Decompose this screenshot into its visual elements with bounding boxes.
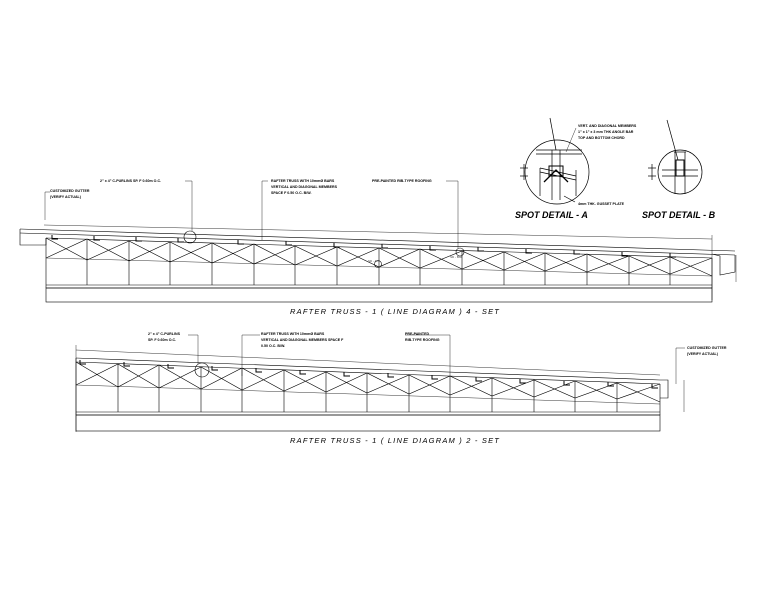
gusset-note: 4mm THK. GUSSET PLATE (578, 202, 625, 206)
spot-detail-a-label: SPOT DETAIL - A (515, 210, 588, 220)
truss-2-leaders (188, 334, 685, 384)
members-note-line2: 1" x 1" x 3 mm THK ANGLE BAR (578, 130, 634, 134)
spot-detail-a (520, 117, 590, 205)
truss-2-roofing-note-line2: RIB-TYPE ROOFING (405, 338, 440, 342)
truss-1-truss-note-line2: VERTICAL AND DIAGONAL MEMBERS (271, 185, 338, 189)
spot-detail-b (648, 119, 703, 195)
truss-1-leaders (44, 180, 459, 248)
truss-1-purlins-note: 2" x 4" C-PURLINS SP. F 0.60m O.C. (100, 179, 161, 183)
truss-2-truss-note-line1: RAFTER TRUSS WITH 10mmØ BARS (261, 332, 325, 336)
truss-1-title: RAFTER TRUSS - 1 ( LINE DIAGRAM ) 4 - SE… (290, 307, 500, 316)
truss-1-diagram (19, 224, 737, 303)
truss-1-marker-text-b: SD - B/R (450, 255, 463, 259)
truss-1-truss-note-line3: SPACE F 0.50 O.C. B/W. (271, 191, 311, 195)
spot-detail-b-label: SPOT DETAIL - B (642, 210, 716, 220)
members-leader (565, 127, 577, 153)
truss-1-gutter-note-line1: CUSTOMIZED GUTTER (50, 189, 90, 193)
truss-2-truss-note-line2: VERTICAL AND DIAGONAL MEMBERS SPACE F (261, 338, 344, 342)
truss-2-title: RAFTER TRUSS - 1 ( LINE DIAGRAM ) 2 - SE… (290, 436, 500, 445)
members-note-line1: VERT. AND DIAGONAL MEMBERS (578, 124, 637, 128)
truss-1-roofing-note: PRE-PAINTED RIB-TYPE ROOFING (372, 179, 432, 183)
members-note-line3: TOP AND BOTTOM CHORD (578, 136, 625, 140)
truss-2-gutter-note-line1: CUSTOMIZED GUTTER (687, 346, 727, 350)
truss-2-diagram (75, 345, 685, 432)
truss-1-truss-note-line1: RAFTER TRUSS WITH 10mmØ BARS (271, 179, 335, 183)
truss-1-marker-text-a: SD - A/R (368, 259, 381, 263)
truss-2-roofing-note-line1: PRE-PAINTED (405, 332, 429, 336)
truss-1-gutter-note-line2: (VERIFY ACTUAL) (50, 195, 82, 199)
truss-2-purlins-note-line2: SP. F 0.60m O.C. (148, 338, 176, 342)
truss-2-truss-note-line3: 0.50 O.C. B/W. (261, 344, 285, 348)
truss-2-gutter-note-line2: (VERIFY ACTUAL) (687, 352, 719, 356)
truss-2-purlins-note-line1: 2" x 4" C-PURLINS (148, 332, 181, 336)
